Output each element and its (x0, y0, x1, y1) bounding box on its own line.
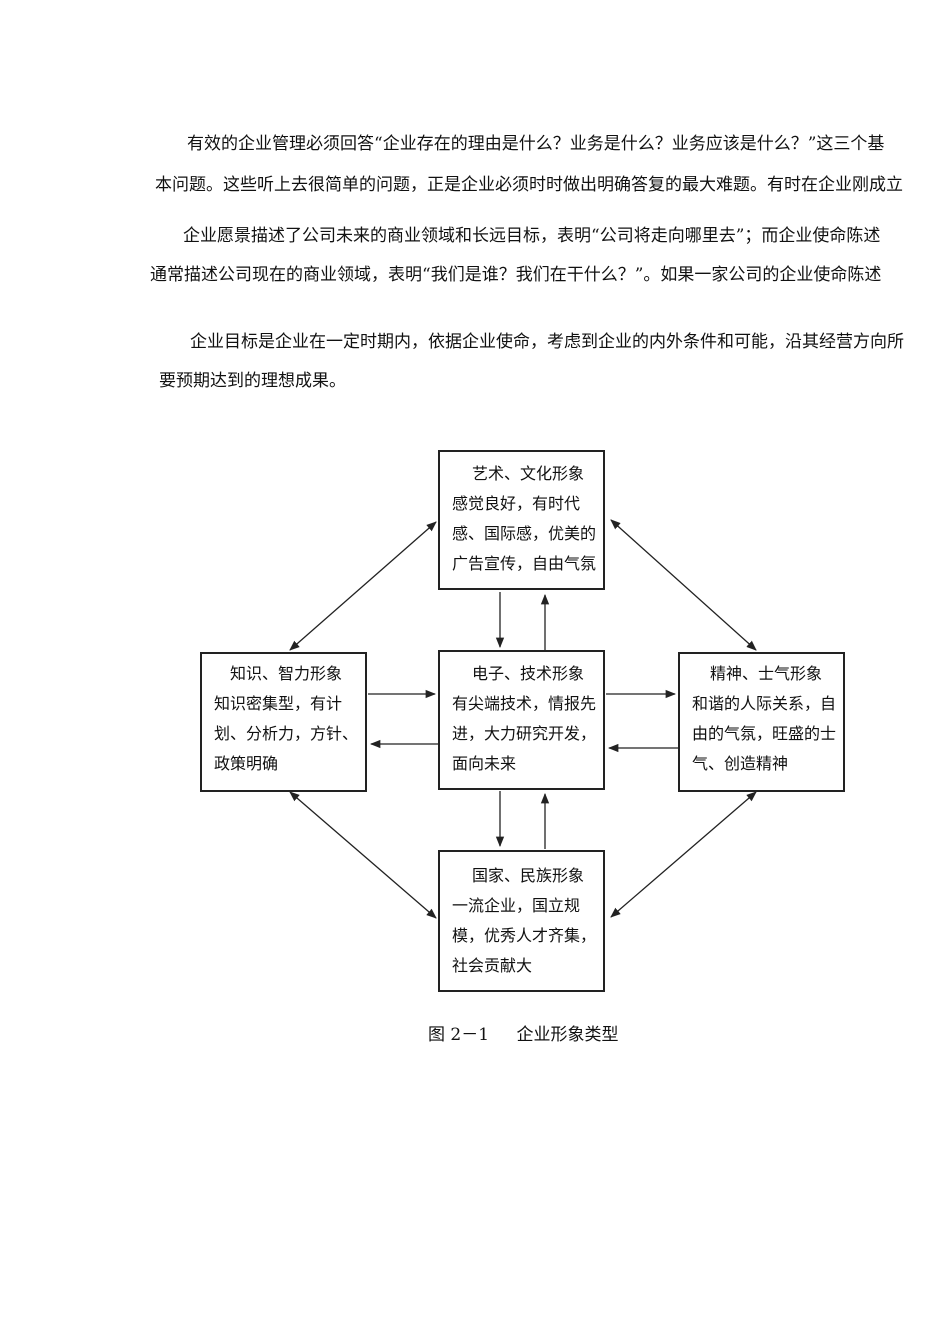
figure-caption: 图 2－1 企业形象类型 (428, 1020, 618, 1045)
box-line: 电子、技术形象 (472, 664, 585, 683)
box-line: 国家、民族形象 (472, 866, 585, 885)
box-line: 由的气氛，旺盛的士 (692, 724, 837, 743)
box-knowledge-intelligence-image: 知识、智力形象 知识密集型，有计 划、分析力，方针、 政策明确 (200, 652, 367, 792)
box-line: 社会贡献大 (452, 956, 533, 975)
box-line: 政策明确 (214, 754, 279, 773)
box-line: 知识密集型，有计 (214, 694, 343, 713)
paragraph-line: 企业愿景描述了公司未来的商业领域和长远目标，表明“公司将走向哪里去”；而企业使命… (183, 226, 881, 246)
box-line: 气、创造精神 (692, 754, 789, 773)
box-line: 精神、士气形象 (710, 664, 823, 683)
box-line: 和谐的人际关系，自 (692, 694, 837, 713)
arrow-bottom-right (610, 791, 757, 918)
paragraph-line: 通常描述公司现在的商业领域，表明“我们是谁？我们在干什么？”。如果一家公司的企业… (150, 265, 882, 285)
arrow-top-right (610, 519, 757, 651)
box-line: 划、分析力，方针、 (214, 724, 359, 743)
box-line: 艺术、文化形象 (472, 464, 585, 483)
arrow-top-left (289, 521, 437, 651)
box-line: 感觉良好，有时代 (452, 494, 581, 513)
box-electronic-technology-image: 电子、技术形象 有尖端技术，情报先 进，大力研究开发， 面向未来 (438, 650, 605, 790)
box-line: 广告宣传，自由气氛 (452, 554, 597, 573)
paragraph-line: 有效的企业管理必须回答“企业存在的理由是什么？业务是什么？业务应该是什么？”这三… (187, 134, 885, 154)
figure-title: 企业形象类型 (516, 1025, 619, 1045)
box-line: 感、国际感，优美的 (452, 524, 597, 543)
paragraph-line: 企业目标是企业在一定时期内，依据企业使命，考虑到企业的内外条件和可能，沿其经营方… (190, 332, 904, 352)
box-line: 知识、智力形象 (230, 664, 343, 683)
box-national-image: 国家、民族形象 一流企业，国立规 模，优秀人才齐集， 社会贡献大 (438, 850, 605, 992)
arrow-bottom-left (289, 791, 437, 919)
box-line: 面向未来 (452, 754, 517, 773)
box-line: 一流企业，国立规 (452, 896, 581, 915)
figure-number: 图 2－1 (428, 1025, 490, 1045)
box-art-culture-image: 艺术、文化形象 感觉良好，有时代 感、国际感，优美的 广告宣传，自由气氛 (438, 450, 605, 590)
box-line: 进，大力研究开发， (452, 724, 597, 743)
box-line: 模，优秀人才齐集， (452, 926, 597, 945)
paragraph-line: 要预期达到的理想成果。 (159, 371, 346, 391)
box-line: 有尖端技术，情报先 (452, 694, 597, 713)
box-spirit-morale-image: 精神、士气形象 和谐的人际关系，自 由的气氛，旺盛的士 气、创造精神 (678, 652, 845, 792)
paragraph-line: 本问题。这些听上去很简单的问题，正是企业必须时时做出明确答复的最大难题。有时在企… (155, 175, 903, 195)
